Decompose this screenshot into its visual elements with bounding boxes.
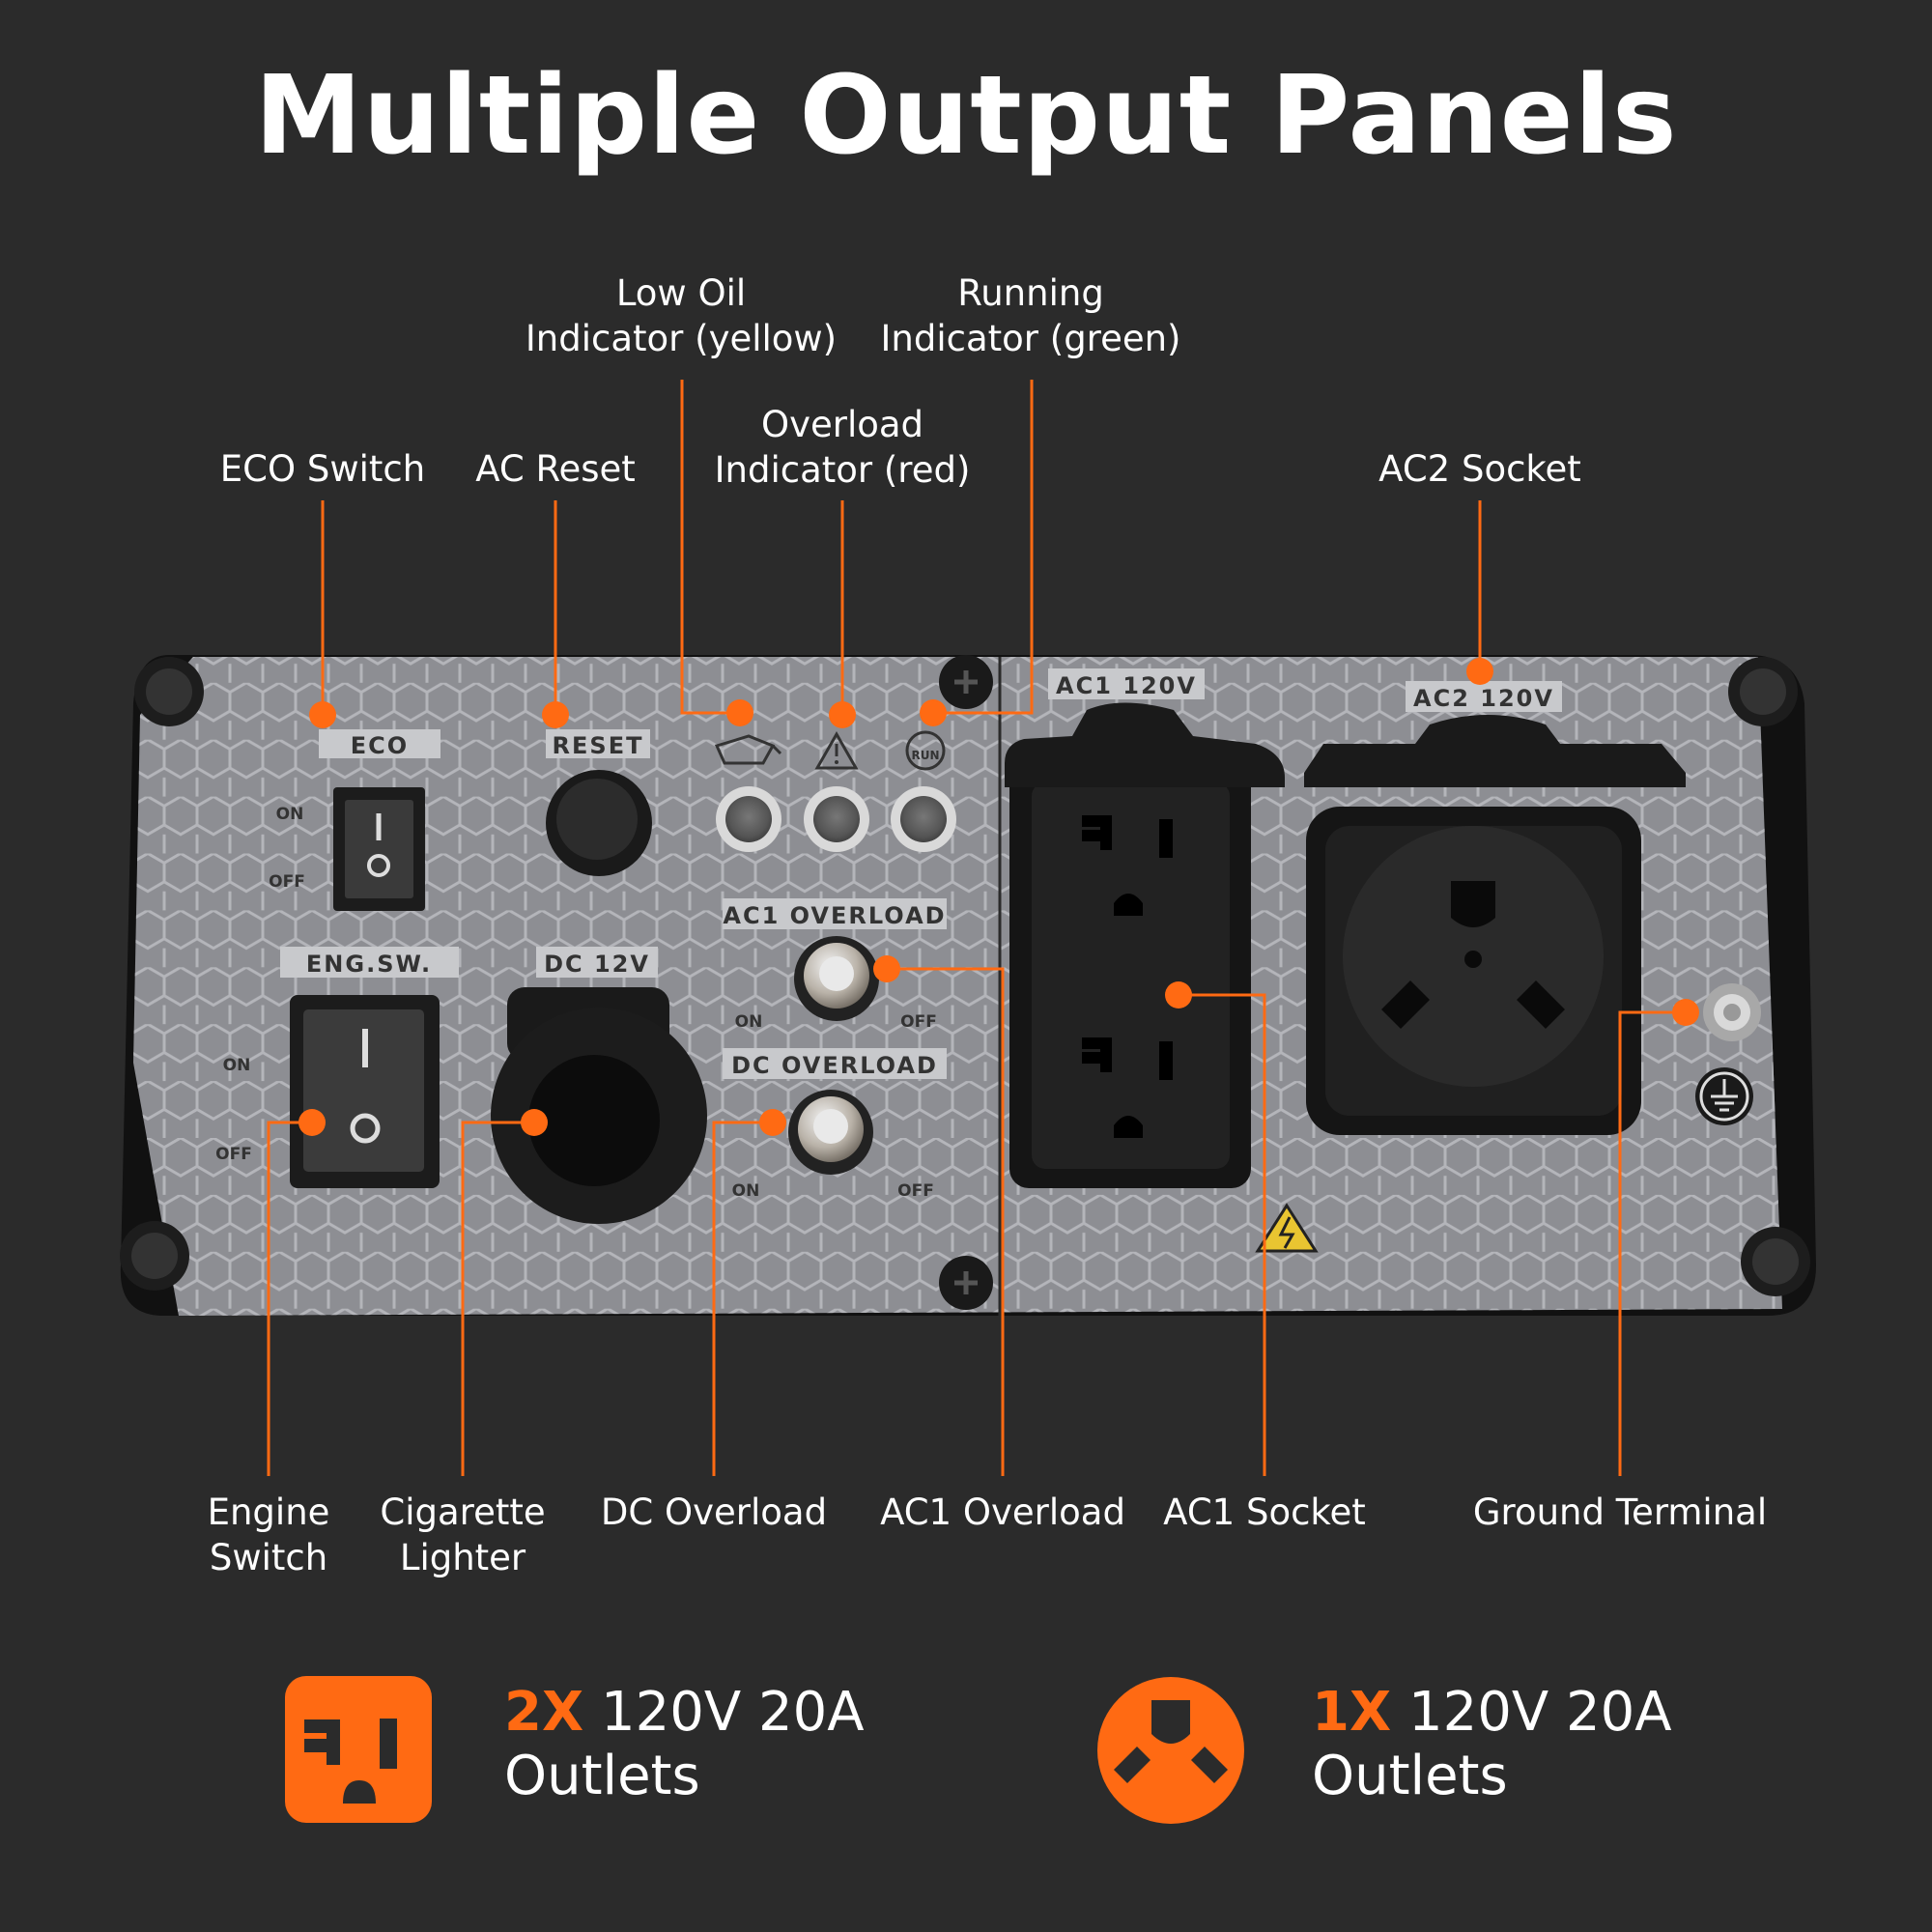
callout-dc-overload-line1: DC Overload <box>600 1492 828 1533</box>
dc-on-label: ON <box>732 1181 760 1201</box>
run-label: RUN <box>911 749 939 762</box>
ac1-overload-breaker[interactable]: AC1 OVERLOAD ON OFF <box>723 898 947 1032</box>
callout-ac-reset: AC Reset <box>475 446 636 492</box>
ac1-120v-label: AC1 120V <box>1056 672 1197 699</box>
feature-duplex-text: 2X 120V 20A Outlets <box>504 1681 865 1808</box>
callout-dc-overload: DC Overload <box>601 1490 827 1535</box>
cigarette-lighter-socket[interactable]: DC 12V <box>491 947 707 1224</box>
callout-eco-switch-line1: ECO Switch <box>219 448 426 490</box>
callout-ac2-socket: AC2 Socket <box>1378 446 1581 492</box>
dc12v-label: DC 12V <box>544 951 650 978</box>
feature-duplex-line1: 120V 20A <box>583 1681 865 1744</box>
callout-low-oil: Low Oil Indicator (yellow) <box>526 270 837 361</box>
eng-on-label: ON <box>223 1056 251 1075</box>
indicator-leds: RUN <box>714 730 956 852</box>
callout-engine-switch-line1: Engine <box>207 1492 330 1533</box>
callout-low-oil-line1: Low Oil <box>615 272 747 314</box>
feature-duplex-qty: 2X <box>504 1681 584 1744</box>
ac2-120v-label: AC2 120V <box>1413 685 1554 712</box>
run-icon: RUN <box>905 730 946 771</box>
page-title: Multiple Output Panels <box>254 53 1678 179</box>
feature-duplex-line2: Outlets <box>504 1745 700 1807</box>
feature-twist-qty: 1X <box>1312 1681 1392 1744</box>
callout-low-oil-line2: Indicator (yellow) <box>525 318 838 359</box>
ground-symbol-icon <box>1695 1067 1753 1125</box>
callout-lines <box>267 380 1686 1476</box>
oil-can-icon <box>714 734 782 765</box>
eco-switch[interactable]: ECO ON OFF <box>269 729 440 911</box>
high-voltage-warning-icon <box>1255 1203 1319 1253</box>
callout-ac1-socket-line1: AC1 Socket <box>1163 1492 1366 1533</box>
ac1-overload-label: AC1 OVERLOAD <box>723 902 946 929</box>
callout-overload-line2: Indicator (red) <box>714 449 971 491</box>
callout-running-line2: Indicator (green) <box>880 318 1181 359</box>
ac-reset-button[interactable]: RESET <box>546 729 652 876</box>
callout-dots <box>298 658 1699 1136</box>
duplex-outlet-icon <box>285 1676 432 1823</box>
callout-ac1-overload: AC1 Overload <box>880 1490 1125 1535</box>
dc-off-label: OFF <box>897 1181 934 1201</box>
callout-engine-switch: Engine Switch <box>208 1490 330 1580</box>
eng-off-label: OFF <box>215 1145 252 1164</box>
eco-label: ECO <box>351 732 409 759</box>
dc-overload-breaker[interactable]: DC OVERLOAD ON OFF <box>723 1048 947 1201</box>
reset-label: RESET <box>553 732 644 759</box>
ground-terminal[interactable] <box>1703 983 1761 1041</box>
callout-engine-switch-line2: Switch <box>209 1537 328 1578</box>
ac1-off-label: OFF <box>900 1012 937 1032</box>
callout-ac1-overload-line1: AC1 Overload <box>880 1492 1125 1533</box>
callout-ac-reset-line1: AC Reset <box>475 448 636 490</box>
eco-off-label: OFF <box>269 872 305 892</box>
callout-ac2-socket-line1: AC2 Socket <box>1378 448 1581 490</box>
callout-running: Running Indicator (green) <box>881 270 1181 361</box>
callout-cigarette-lighter-line2: Lighter <box>399 1537 526 1578</box>
callout-overload: Overload Indicator (red) <box>715 402 971 493</box>
feature-twist-line2: Outlets <box>1312 1745 1508 1807</box>
callout-running-line1: Running <box>957 272 1104 314</box>
dc-overload-label: DC OVERLOAD <box>731 1052 938 1079</box>
ac1-socket[interactable]: AC1 120V <box>1005 668 1285 1188</box>
callout-overload-line1: Overload <box>760 404 924 445</box>
feature-twist-line1: 120V 20A <box>1391 1681 1672 1744</box>
callout-ac1-socket: AC1 Socket <box>1163 1490 1366 1535</box>
warning-icon <box>814 730 859 770</box>
eng-sw-label: ENG.SW. <box>306 951 432 978</box>
callout-cigarette-lighter: Cigarette Lighter <box>380 1490 545 1580</box>
callout-ground-terminal: Ground Terminal <box>1473 1490 1767 1535</box>
callout-cigarette-lighter-line1: Cigarette <box>380 1492 546 1533</box>
twist-lock-outlet-icon <box>1097 1677 1244 1824</box>
engine-switch[interactable]: ENG.SW. ON OFF <box>215 947 459 1188</box>
callout-eco-switch: ECO Switch <box>220 446 425 492</box>
ac1-on-label: ON <box>735 1012 763 1032</box>
eco-on-label: ON <box>276 805 304 824</box>
feature-twist-text: 1X 120V 20A Outlets <box>1312 1681 1672 1808</box>
ac2-socket[interactable]: AC2 120V <box>1304 681 1686 1135</box>
callout-ground-terminal-line1: Ground Terminal <box>1472 1492 1768 1533</box>
corner-bolts <box>120 655 1810 1310</box>
